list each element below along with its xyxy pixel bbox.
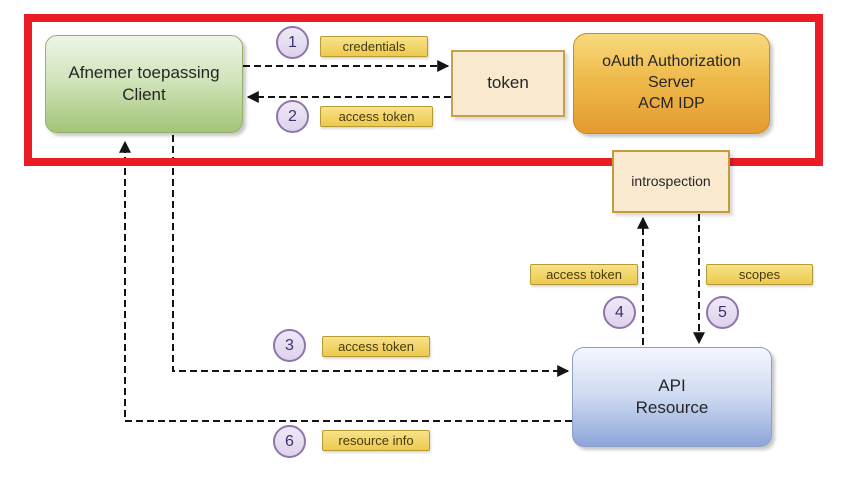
- node-api-resource: API Resource: [572, 347, 772, 447]
- node-auth-label-line2: Server: [647, 74, 696, 92]
- node-client-label-line2: Client: [122, 85, 166, 104]
- step-circle-3: 3: [273, 329, 306, 362]
- node-auth-server: oAuth Authorization Server ACM IDP: [573, 33, 770, 134]
- arrow-step-3-access-token: [172, 135, 570, 377]
- node-token-label: token: [487, 73, 529, 93]
- node-client-label-line1: Afnemer toepassing: [68, 62, 220, 82]
- node-introspection-label: introspection: [631, 173, 711, 190]
- step-circle-2: 2: [276, 100, 309, 133]
- step-circle-5: 5: [706, 296, 739, 329]
- flow-label-scopes: scopes: [706, 264, 813, 285]
- step-circle-6: 6: [273, 425, 306, 458]
- flow-label-credentials: credentials: [320, 36, 428, 57]
- flow-label-access-token-2: access token: [320, 106, 433, 127]
- step-circle-1: 1: [276, 26, 309, 59]
- arrow-step-6-resource-info: [119, 140, 572, 422]
- flow-label-access-token-3: access token: [322, 336, 430, 357]
- flow-label-resource-info: resource info: [322, 430, 430, 451]
- node-auth-label-line1: oAuth Authorization: [602, 53, 741, 71]
- node-token: token: [451, 50, 565, 117]
- step-circle-4: 4: [603, 296, 636, 329]
- node-auth-label-line3: ACM IDP: [638, 94, 705, 112]
- flow-label-access-token-4: access token: [530, 264, 638, 285]
- node-introspection: introspection: [612, 150, 730, 213]
- node-api-label-line2: Resource: [635, 398, 709, 417]
- highlight-frame: [24, 14, 823, 166]
- node-client: Afnemer toepassing Client: [45, 35, 243, 133]
- node-api-label-line1: API: [658, 375, 686, 395]
